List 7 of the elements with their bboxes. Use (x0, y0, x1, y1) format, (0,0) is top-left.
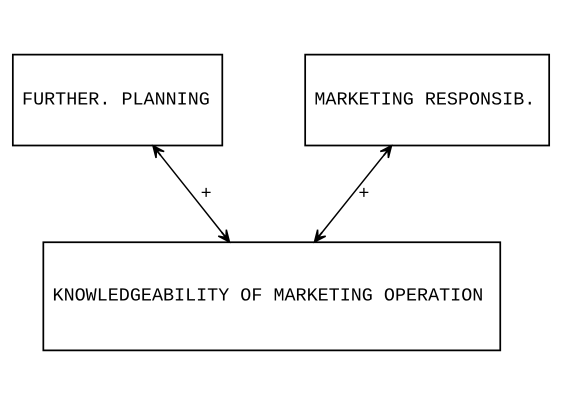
node-box: FURTHER. PLANNING (12, 54, 224, 146)
node-box: MARKETING RESPONSIB. (304, 54, 550, 146)
edge-label: + (200, 183, 212, 204)
edge-label: + (358, 183, 370, 204)
arrow (152, 144, 230, 243)
node-box: KNOWLEDGEABILITY OF MARKETING OPERATION (42, 241, 502, 352)
arrow (314, 144, 392, 243)
